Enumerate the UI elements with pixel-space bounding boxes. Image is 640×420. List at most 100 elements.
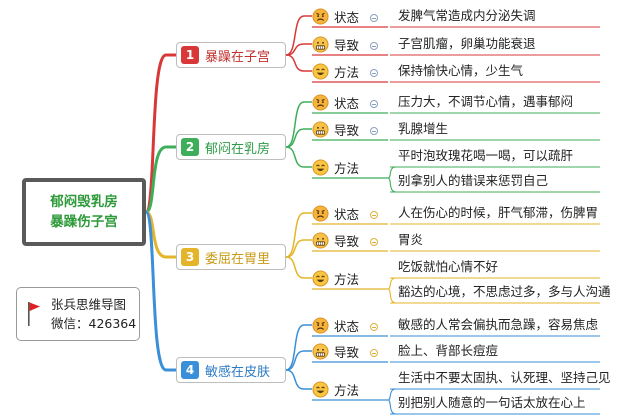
branch-1-topic[interactable]: 1 暴躁在子宫 xyxy=(176,42,286,68)
branch-connector xyxy=(285,128,312,148)
grimace-face-icon xyxy=(312,231,329,249)
branch-connector xyxy=(285,54,312,72)
leaf-note: 压力大，不调节心情，遇事郁闷 xyxy=(398,94,574,109)
branch-connector xyxy=(285,350,312,371)
sub-topic-status[interactable]: 状态 xyxy=(312,5,359,27)
sub-topic-label: 导致 xyxy=(334,37,360,53)
sub-topic-guide[interactable]: 导致 xyxy=(312,229,359,251)
leaf-note: 敏感的人常会偏执而急躁，容易焦虑 xyxy=(398,317,599,332)
leaf-note: 别拿别人的错误来惩罚自己 xyxy=(398,173,549,188)
root-connector xyxy=(145,145,176,214)
branch-connector xyxy=(285,212,312,258)
leaf-note: 平时泡玫瑰花喝一喝，可以疏肝 xyxy=(398,148,574,163)
leaf-fork xyxy=(387,388,397,401)
smile-face-icon xyxy=(312,62,329,80)
smile-face-icon xyxy=(312,158,329,176)
leaf-note: 子宫肌瘤，卵巢功能衰退 xyxy=(398,36,536,51)
grimace-face-icon xyxy=(312,35,329,53)
red-flag-icon xyxy=(28,302,40,326)
leaf-note: 保持愉快心情，少生气 xyxy=(398,63,524,78)
sub-topic-status[interactable]: 状态 xyxy=(312,202,359,224)
sub-topic-label: 状态 xyxy=(334,9,360,25)
sub-topic-label: 状态 xyxy=(334,95,360,111)
branch-label: 郁闷在乳房 xyxy=(205,141,271,157)
sub-topic-label: 方法 xyxy=(334,382,360,398)
branch-connector xyxy=(285,101,312,148)
branch-connector xyxy=(285,15,312,56)
sub-topic-status[interactable]: 状态 xyxy=(312,91,359,113)
author-name: 张兵思维导图 xyxy=(51,297,127,312)
leaf-note: 吃饭就怕心情不好 xyxy=(398,259,499,274)
leaf-fork xyxy=(387,288,397,304)
branch-number-badge: 4 xyxy=(181,361,199,379)
sub-topic-guide[interactable]: 导致 xyxy=(312,340,359,362)
sub-topic-label: 方法 xyxy=(334,271,360,287)
branch-3-topic[interactable]: 3 委屈在胃里 xyxy=(176,244,286,270)
collapse-toggle[interactable] xyxy=(370,42,378,50)
sub-topic-label: 方法 xyxy=(334,160,360,176)
branch-connector xyxy=(285,239,312,258)
sub-topic-label: 导致 xyxy=(334,233,360,249)
smile-face-icon xyxy=(312,380,329,398)
grimace-face-icon xyxy=(312,120,329,138)
branch-number-badge: 1 xyxy=(181,46,199,64)
author-wechat: 微信：426364 xyxy=(51,316,137,331)
author-badge: 张兵思维导图 微信：426364 xyxy=(16,287,140,341)
root-title-line1: 郁闷毁乳房 xyxy=(50,194,118,210)
angry-face-icon xyxy=(312,93,329,111)
collapse-toggle[interactable] xyxy=(370,238,378,246)
sub-topic-label: 方法 xyxy=(334,64,360,80)
branch-number-badge: 2 xyxy=(181,138,199,156)
leaf-fork xyxy=(387,177,397,193)
leaf-note: 脸上、背部长痘痘 xyxy=(398,343,499,358)
collapse-toggle[interactable] xyxy=(370,69,378,77)
angry-face-icon xyxy=(312,204,329,222)
sub-topic-label: 状态 xyxy=(334,206,360,222)
leaf-note: 发脾气常造成内分泌失调 xyxy=(398,8,536,23)
leaf-note: 人在伤心的时候，肝气郁滞，伤脾胃 xyxy=(398,205,599,220)
angry-face-icon xyxy=(312,316,329,334)
leaf-note: 别把别人随意的一句话太放在心上 xyxy=(398,395,586,410)
collapse-toggle[interactable] xyxy=(370,211,378,219)
branch-label: 敏感在皮肤 xyxy=(205,364,271,380)
sub-topic-label: 导致 xyxy=(334,122,360,138)
angry-face-icon xyxy=(312,7,329,25)
branch-connector xyxy=(285,256,312,279)
root-topic[interactable]: 郁闷毁乳房 暴躁伤子宫 xyxy=(22,178,146,246)
root-title-line2: 暴躁伤子宫 xyxy=(50,214,118,230)
root-connector xyxy=(144,210,176,372)
branch-label: 暴躁在子宫 xyxy=(205,49,271,65)
sub-topic-method[interactable]: 方法 xyxy=(312,156,359,178)
smile-face-icon xyxy=(312,269,329,287)
branch-2-topic[interactable]: 2 郁闷在乳房 xyxy=(176,134,286,160)
collapse-toggle[interactable] xyxy=(370,349,378,357)
leaf-note: 胃炎 xyxy=(398,232,424,247)
sub-topic-method[interactable]: 方法 xyxy=(312,60,359,82)
branch-4-topic[interactable]: 4 敏感在皮肤 xyxy=(176,357,286,383)
sub-topic-method[interactable]: 方法 xyxy=(312,378,359,400)
sub-topic-method[interactable]: 方法 xyxy=(312,267,359,289)
branch-connector xyxy=(285,369,312,390)
collapse-toggle[interactable] xyxy=(370,14,378,22)
leaf-note: 生活中不要太固执、认死理、坚持己见 xyxy=(398,370,611,385)
branch-connector xyxy=(285,43,312,56)
collapse-toggle[interactable] xyxy=(370,100,378,108)
collapse-toggle[interactable] xyxy=(370,323,378,331)
leaf-note: 乳腺增生 xyxy=(398,121,449,136)
collapse-toggle[interactable] xyxy=(370,127,378,135)
sub-topic-guide[interactable]: 导致 xyxy=(312,118,359,140)
leaf-fork xyxy=(387,277,397,290)
sub-topic-status[interactable]: 状态 xyxy=(312,314,359,336)
root-connector xyxy=(144,53,176,214)
sub-topic-label: 状态 xyxy=(334,318,360,334)
sub-topic-guide[interactable]: 导致 xyxy=(312,33,359,55)
branch-number-badge: 3 xyxy=(181,248,199,266)
branch-connector xyxy=(285,146,312,168)
branch-connector xyxy=(285,324,312,371)
leaf-fork xyxy=(387,166,397,179)
leaf-note: 豁达的心境，不思虑过多，多与人沟通 xyxy=(398,284,611,299)
leaf-fork xyxy=(387,399,397,415)
branch-label: 委屈在胃里 xyxy=(205,251,271,267)
grimace-face-icon xyxy=(312,342,329,360)
